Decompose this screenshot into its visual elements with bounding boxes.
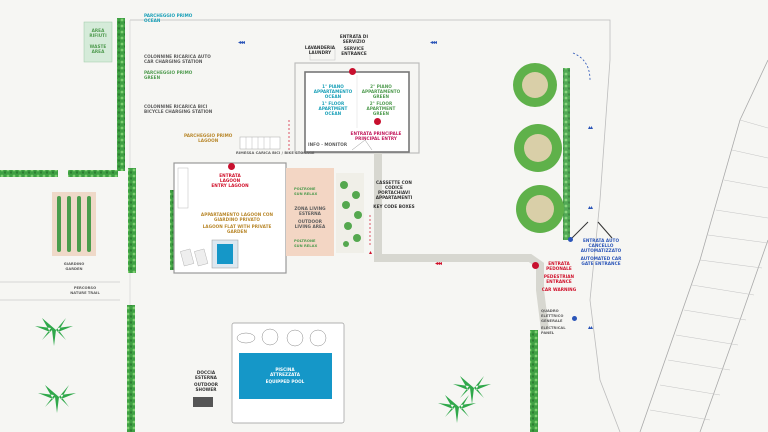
- arrows-blue-up-2: ▴▴: [588, 204, 593, 211]
- main-entry-marker: [374, 118, 381, 125]
- outdoor-shower-it: DOCCIA ESTERNA: [195, 370, 217, 380]
- service-entrance-marker: [349, 68, 356, 75]
- auto-gate-marker: [568, 237, 573, 242]
- sun-relax-it-2: POLTRONE: [294, 239, 316, 243]
- pedestrian-entrance-it: ENTRATA PEDONALE: [546, 261, 572, 271]
- lagoon-entry-label: ENTRATA LAGOON ENTRY LAGOON: [210, 173, 250, 188]
- service-entrance-en: SERVICE ENTRANCE: [341, 46, 367, 56]
- outdoor-shower-en: OUTDOOR SHOWER: [194, 382, 218, 392]
- info-monitor-label: INFO · MONITOR: [308, 142, 348, 147]
- arrows-blue-left-1: ◂◂◂: [238, 39, 245, 46]
- lagoon-entry-en: ENTRY LAGOON: [211, 183, 249, 188]
- arrows-blue-up-3: ▴▴: [588, 324, 593, 331]
- parking-ocean-label: PARCHEGGIO PRIMO OCEAN: [144, 13, 192, 23]
- waste-area-en: WASTE AREA: [89, 44, 107, 54]
- outdoor-shower-label: DOCCIA ESTERNA OUTDOOR SHOWER: [192, 370, 220, 392]
- key-code-boxes-label: CASSETTE CON CODICE PORTACHIAVI APPARTAM…: [372, 180, 416, 209]
- outdoor-living-label: ZONA LIVING ESTERNA OUTDOOR LIVING AREA: [290, 206, 330, 229]
- sun-relax-label-2: POLTRONE SUN RELAX: [294, 239, 317, 249]
- sun-relax-it-1: POLTRONE: [294, 187, 316, 191]
- auto-gate-it: ENTRATA AUTO CANCELLO AUTOMATIZZATO: [580, 238, 622, 253]
- garden-it: GIARDINO: [63, 262, 85, 266]
- lagoon-apartment-it: APPARTAMENTO LAGOON CON GIARDINO PRIVATO: [200, 212, 274, 222]
- bike-charging-en: BICYCLE CHARGING STATION: [144, 109, 213, 114]
- main-entry-it: ENTRATA PRINCIPALE: [350, 131, 402, 136]
- car-warning-text: CAR WARNING: [541, 287, 577, 292]
- lagoon-apartment-label: APPARTAMENTO LAGOON CON GIARDINO PRIVATO…: [196, 212, 278, 234]
- electrical-panel-marker: [572, 316, 577, 321]
- lagoon-entry-marker: [228, 163, 235, 170]
- pedestrian-entry-marker: [532, 262, 539, 269]
- parking-lagoon-en: LAGOON: [198, 138, 219, 143]
- pool-label: PISCINA ATTREZZATA EQUIPPED POOL: [262, 367, 308, 384]
- sun-relax-en-2: SUN RELAX: [294, 244, 318, 248]
- parking-lagoon-label: PARCHEGGIO PRIMO LAGOON: [184, 133, 232, 143]
- lagoon-entry-it: ENTRATA LAGOON: [219, 173, 241, 183]
- laundry-it: LAVANDERIA: [304, 45, 336, 50]
- auto-gate-en: AUTOMATED CAR GATE ENTRANCE: [580, 256, 622, 266]
- pool-en: EQUIPPED POOL: [265, 379, 305, 384]
- parking-green-it: PARCHEGGIO PRIMO: [144, 70, 193, 75]
- sun-relax-en-1: SUN RELAX: [294, 192, 318, 196]
- main-entry-en: PRINCIPAL ENTRY: [354, 136, 398, 141]
- pedestrian-entrance-en: PEDESTRIAN ENTRANCE: [543, 274, 575, 284]
- apartment-ocean-en: 1° FLOOR APARTMENT OCEAN: [318, 101, 348, 116]
- parking-lagoon-it: PARCHEGGIO PRIMO: [184, 133, 233, 138]
- outdoor-living-it: ZONA LIVING ESTERNA: [294, 206, 326, 216]
- lagoon-apartment-en: LAGOON FLAT WITH PRIVATE GARDEN: [202, 224, 272, 234]
- apartment-ocean-it: 1° PIANO APPARTAMENTO OCEAN: [313, 84, 353, 99]
- apartment-green-it: 2° PIANO APPARTAMENTO GREEN: [361, 84, 401, 99]
- garden-label: GIARDINO GARDEN: [60, 262, 88, 272]
- electrical-panel-label: QUADRO ELETTRICO GENERALE ELECTRICAL PAN…: [541, 309, 571, 336]
- arrows-blue-up-1: ▴▴: [588, 124, 593, 131]
- laundry-en: LAUNDRY: [308, 50, 332, 55]
- parking-ocean-it: PARCHEGGIO PRIMO: [144, 13, 193, 18]
- electrical-panel-en: ELECTRICAL PANEL: [541, 326, 566, 335]
- car-charging-label: COLONNINE RICARICA AUTO CAR CHARGING STA…: [144, 54, 211, 64]
- main-entry-label: ENTRATA PRINCIPALE PRINCIPAL ENTRY: [348, 131, 404, 141]
- parking-ocean-en: OCEAN: [144, 18, 161, 23]
- bike-charging-it: COLONNINE RICARICA BICI: [144, 104, 208, 109]
- nature-trail-en: NATURE TRAIL: [70, 291, 100, 295]
- car-charging-en: CAR CHARGING STATION: [144, 59, 203, 64]
- key-code-boxes-en: KEY CODE BOXES: [373, 204, 415, 209]
- service-entrance-it: ENTRATA DI SERVIZIO: [339, 34, 369, 44]
- apartment-green-label: 2° PIANO APPARTAMENTO GREEN 2° FLOOR APA…: [360, 84, 402, 116]
- waste-area-label: AREA RIFIUTI WASTE AREA: [86, 28, 110, 54]
- arrows-blue-left-2: ◂◂◂: [430, 39, 437, 46]
- car-charging-it: COLONNINE RICARICA AUTO: [144, 54, 211, 59]
- auto-gate-label: ENTRATA AUTO CANCELLO AUTOMATIZZATO AUTO…: [578, 238, 624, 266]
- laundry-label: LAVANDERIA LAUNDRY: [302, 45, 338, 55]
- nature-trail-label: PERCORSO NATURE TRAIL: [70, 286, 100, 296]
- arrows-red-left: ◂◂◂: [435, 260, 442, 267]
- key-code-boxes-it: CASSETTE CON CODICE PORTACHIAVI APPARTAM…: [375, 180, 413, 200]
- bike-storage-label: RIMESSA CARICA BICI / BIKE STORAGE: [236, 151, 315, 155]
- electrical-panel-it: QUADRO ELETTRICO GENERALE: [541, 309, 564, 323]
- service-entrance-label: ENTRATA DI SERVIZIO SERVICE ENTRANCE: [336, 34, 372, 56]
- bike-charging-label: COLONNINE RICARICA BICI BICYCLE CHARGING…: [144, 104, 212, 114]
- parking-green-en: GREEN: [144, 75, 161, 80]
- arrows-red-up: ▴: [369, 249, 372, 256]
- apartment-green-en: 2° FLOOR APARTMENT GREEN: [366, 101, 396, 116]
- pedestrian-entrance-label: ENTRATA PEDONALE PEDESTRIAN ENTRANCE CAR…: [540, 261, 578, 292]
- nature-trail-it: PERCORSO: [73, 286, 97, 290]
- sun-relax-label-1: POLTRONE SUN RELAX: [294, 187, 317, 197]
- pool-it: PISCINA ATTREZZATA: [269, 367, 301, 377]
- parking-green-label: PARCHEGGIO PRIMO GREEN: [144, 70, 192, 80]
- outdoor-living-en: OUTDOOR LIVING AREA: [294, 219, 326, 229]
- waste-area-it: AREA RIFIUTI: [89, 28, 107, 38]
- garden-en: GARDEN: [65, 267, 83, 271]
- apartment-ocean-label: 1° PIANO APPARTAMENTO OCEAN 1° FLOOR APA…: [312, 84, 354, 116]
